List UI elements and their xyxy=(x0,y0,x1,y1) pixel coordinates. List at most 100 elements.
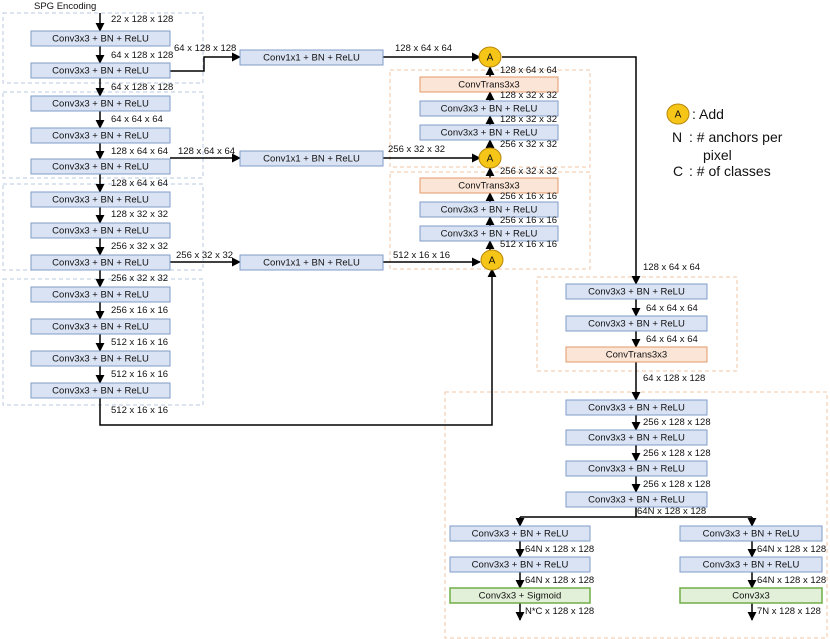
svg-text:Conv3x3 + BN + ReLU: Conv3x3 + BN + ReLU xyxy=(52,162,149,173)
svg-text:Conv3x3 + BN + ReLU: Conv3x3 + BN + ReLU xyxy=(588,464,685,475)
legend-add-symbol: A xyxy=(666,103,690,125)
reg-conv-2: Conv3x3 + BN + ReLU xyxy=(679,556,823,573)
dim-label: 64 x 128 x 128 xyxy=(111,50,173,61)
dim-label: 128 x 32 x 32 xyxy=(500,90,557,101)
svg-text:Conv3x3 + BN + ReLU: Conv3x3 + BN + ReLU xyxy=(52,354,149,365)
dim-label: 256 x 128 x 128 xyxy=(643,479,711,490)
dim-label: 64 x 64 x 64 xyxy=(646,303,698,314)
svg-text:Conv3x3 + BN + ReLU: Conv3x3 + BN + ReLU xyxy=(441,104,538,115)
svg-text:Conv3x3 + Sigmoid: Conv3x3 + Sigmoid xyxy=(479,591,562,602)
dim-label: 64 x 128 x 128 xyxy=(643,373,705,384)
svg-text:A: A xyxy=(487,53,494,64)
decoder-conv-1: Conv3x3 + BN + ReLU xyxy=(565,283,708,300)
dim-label: 256 x 32 x 32 xyxy=(500,166,557,177)
svg-text:A: A xyxy=(489,256,496,267)
svg-text:Conv3x3 + BN + ReLU: Conv3x3 + BN + ReLU xyxy=(52,386,149,397)
svg-text:Conv3x3 + BN + ReLU: Conv3x3 + BN + ReLU xyxy=(441,205,538,216)
legend-n-text-2: pixel xyxy=(703,147,732,163)
cls-conv-2: Conv3x3 + BN + ReLU xyxy=(449,556,591,573)
svg-text:Conv3x3 + BN + ReLU: Conv3x3 + BN + ReLU xyxy=(52,66,149,77)
dim-label: N*C x 128 x 128 xyxy=(525,606,594,617)
svg-text:Conv3x3 + BN + ReLU: Conv3x3 + BN + ReLU xyxy=(52,322,149,333)
upsample-2-conv-b: Conv3x3 + BN + ReLU xyxy=(419,201,559,218)
svg-text:Conv3x3 + BN + ReLU: Conv3x3 + BN + ReLU xyxy=(703,560,800,571)
dim-label: 512 x 16 x 16 xyxy=(500,239,557,250)
dim-label: 256 x 16 x 16 xyxy=(500,215,557,226)
dim-label: 256 x 32 x 32 xyxy=(111,273,168,284)
svg-text:Conv1x1 + BN + ReLU: Conv1x1 + BN + ReLU xyxy=(263,154,360,165)
encoder-conv-10: Conv3x3 + BN + ReLU xyxy=(30,318,171,335)
dim-label: 256 x 32 x 32 xyxy=(111,241,168,252)
svg-text:Conv3x3: Conv3x3 xyxy=(732,591,770,602)
encoder-conv-9: Conv3x3 + BN + ReLU xyxy=(30,286,171,303)
encoder-conv-3: Conv3x3 + BN + ReLU xyxy=(30,95,171,112)
svg-text:Conv3x3 + BN + ReLU: Conv3x3 + BN + ReLU xyxy=(52,290,149,301)
svg-text:Conv3x3 + BN + ReLU: Conv3x3 + BN + ReLU xyxy=(52,131,149,142)
svg-text:Conv3x3 + BN + ReLU: Conv3x3 + BN + ReLU xyxy=(588,319,685,330)
decoder-conv-2: Conv3x3 + BN + ReLU xyxy=(565,315,708,332)
encoder-conv-4: Conv3x3 + BN + ReLU xyxy=(30,127,171,144)
dim-label: 512 x 16 x 16 xyxy=(111,337,168,348)
svg-text:Conv1x1 + BN + ReLU: Conv1x1 + BN + ReLU xyxy=(263,53,360,64)
upsample-2-convtrans: ConvTrans3x3 xyxy=(419,177,559,194)
lateral-conv1x1-3: Conv1x1 + BN + ReLU xyxy=(239,254,384,271)
legend-add-text: : Add xyxy=(692,106,724,122)
dim-label: 256 x 32 x 32 xyxy=(388,144,445,155)
svg-text:Conv3x3 + BN + ReLU: Conv3x3 + BN + ReLU xyxy=(472,560,569,571)
dim-label: 128 x 32 x 32 xyxy=(500,114,557,125)
legend-c-symbol: C xyxy=(673,163,683,179)
dim-label: 128 x 64 x 64 xyxy=(500,65,557,76)
dim-label: 128 x 64 x 64 xyxy=(395,43,452,54)
head-conv-1: Conv3x3 + BN + ReLU xyxy=(565,399,708,416)
svg-text:Conv3x3 + BN + ReLU: Conv3x3 + BN + ReLU xyxy=(441,128,538,139)
upsample-1-convtrans: ConvTrans3x3 xyxy=(419,76,559,93)
svg-text:Conv3x3 + BN + ReLU: Conv3x3 + BN + ReLU xyxy=(52,34,149,45)
dim-label: 512 x 16 x 16 xyxy=(111,405,168,416)
legend: A : Add N : # anchors per pixel C : # of… xyxy=(666,103,783,179)
dim-label: 22 x 128 x 128 xyxy=(111,14,173,25)
upsample-dimension-labels: 128 x 64 x 64 256 x 32 x 32 512 x 16 x 1… xyxy=(388,43,557,261)
dim-label: 128 x 32 x 32 xyxy=(111,209,168,220)
dim-label: 512 x 16 x 16 xyxy=(111,369,168,380)
svg-text:Conv3x3 + BN + ReLU: Conv3x3 + BN + ReLU xyxy=(588,403,685,414)
dim-label: 256 x 16 x 16 xyxy=(500,191,557,202)
dim-label: 256 x 128 x 128 xyxy=(643,417,711,428)
encoder-conv-8: Conv3x3 + BN + ReLU xyxy=(30,254,171,271)
reg-conv-1: Conv3x3 + BN + ReLU xyxy=(679,525,823,542)
dim-label: 64N x 128 x 128 xyxy=(525,544,594,555)
dim-label: 128 x 64 x 64 xyxy=(178,146,235,157)
svg-text:Conv3x3 + BN + ReLU: Conv3x3 + BN + ReLU xyxy=(52,226,149,237)
dim-label: 256 x 16 x 16 xyxy=(111,305,168,316)
encoder-dimension-labels: 22 x 128 x 128 64 x 128 x 128 64 x 128 x… xyxy=(111,14,236,416)
dim-label: 64 x 64 x 64 xyxy=(111,114,163,125)
encoder-conv-12: Conv3x3 + BN + ReLU xyxy=(30,382,171,399)
diagram-title: SPG Encoding xyxy=(34,1,96,12)
add-node-2: A xyxy=(478,147,502,169)
head-conv-2: Conv3x3 + BN + ReLU xyxy=(565,429,708,446)
svg-text:A: A xyxy=(487,154,494,165)
decoder-dimension-labels: 128 x 64 x 64 64 x 64 x 64 64 x 64 x 64 … xyxy=(525,262,826,617)
dim-label: 64 x 64 x 64 xyxy=(646,334,698,345)
head-conv-4: Conv3x3 + BN + ReLU xyxy=(565,491,708,508)
reg-output-conv: Conv3x3 xyxy=(679,587,823,604)
svg-text:ConvTrans3x3: ConvTrans3x3 xyxy=(458,80,519,91)
dim-label: 64 x 128 x 128 xyxy=(174,43,236,54)
encoder-conv-5: Conv3x3 + BN + ReLU xyxy=(30,158,171,175)
dim-label: 64 x 128 x 128 xyxy=(111,82,173,93)
upsample-2-conv-a: Conv3x3 + BN + ReLU xyxy=(419,225,559,242)
upsample-1-conv-b: Conv3x3 + BN + ReLU xyxy=(419,100,559,117)
svg-text:Conv3x3 + BN + ReLU: Conv3x3 + BN + ReLU xyxy=(588,495,685,506)
connections xyxy=(95,13,757,621)
svg-text:Conv3x3 + BN + ReLU: Conv3x3 + BN + ReLU xyxy=(441,229,538,240)
encoder-conv-1: Conv3x3 + BN + ReLU xyxy=(30,30,171,47)
cls-conv-1: Conv3x3 + BN + ReLU xyxy=(449,525,591,542)
cls-output-sigmoid: Conv3x3 + Sigmoid xyxy=(449,587,591,604)
encoder-conv-7: Conv3x3 + BN + ReLU xyxy=(30,222,171,239)
dim-label: 128 x 64 x 64 xyxy=(643,262,700,273)
encoder-conv-2: Conv3x3 + BN + ReLU xyxy=(30,62,171,79)
encoder-group-1 xyxy=(2,12,204,84)
svg-text:Conv3x3 + BN + ReLU: Conv3x3 + BN + ReLU xyxy=(703,529,800,540)
dim-label: 256 x 32 x 32 xyxy=(176,250,233,261)
dim-label: 64N x 128 x 128 xyxy=(757,544,826,555)
